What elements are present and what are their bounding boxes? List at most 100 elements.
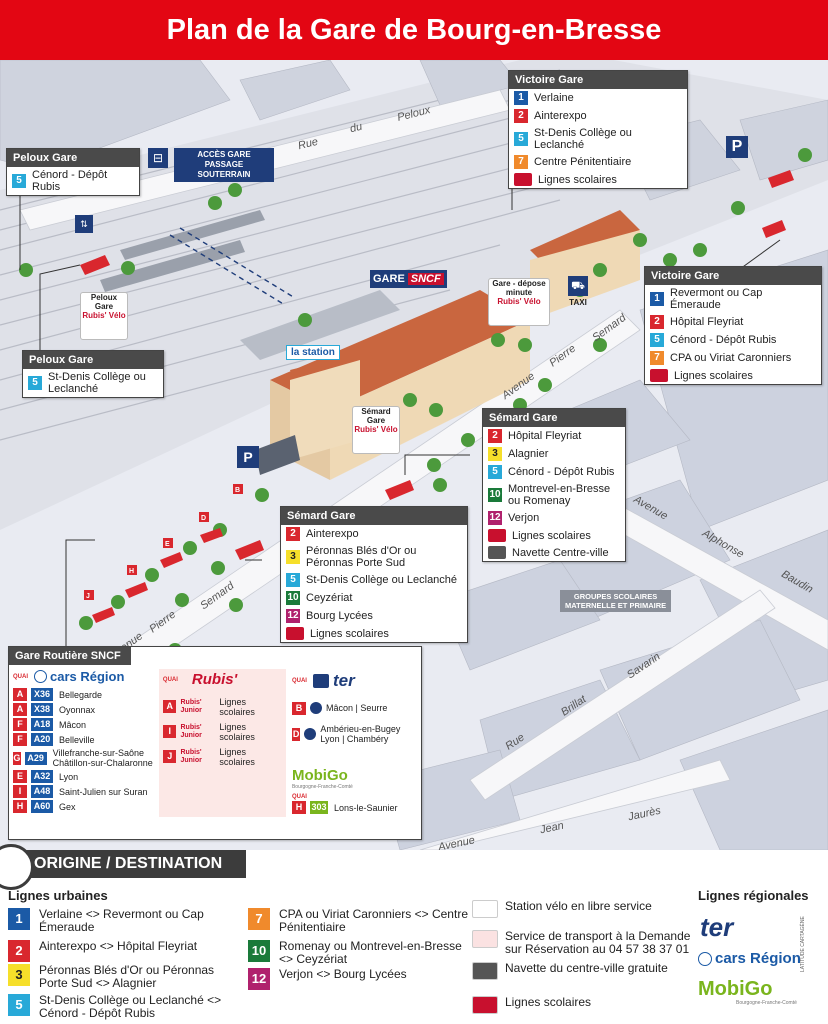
stop-line-row: Lignes scolaires	[281, 625, 467, 642]
taxi-icon: ⛟	[568, 276, 588, 296]
groupes-label-2: MATERNELLE ET PRIMAIRE	[565, 601, 667, 610]
line-number-badge: 1	[650, 292, 664, 306]
page-title: Plan de la Gare de Bourg-en-Bresse	[0, 0, 828, 60]
taxi-label: TAXI	[569, 298, 587, 307]
mobigo-regional: MobiGo Bourgogne-Franche-Comté	[698, 978, 797, 1006]
svg-text:J: J	[86, 593, 90, 600]
legend-line-text: Verjon <> Bourg Lycées	[279, 967, 407, 981]
line-badge: A29	[24, 751, 47, 765]
legend-service-row: Service de transport à la Demande sur Ré…	[472, 930, 692, 956]
line-number-badge: 3	[8, 964, 30, 986]
line-destination: Revermont ou Cap Émeraude	[670, 287, 763, 311]
quai-b-marker: B	[235, 487, 240, 494]
depose-label-1: Gare - dépose	[492, 279, 546, 288]
credit-text: LATITUDE CARTAGÈNE	[800, 916, 806, 972]
legend-service-row: Navette du centre-ville gratuite	[472, 962, 692, 980]
line-number-badge: 2	[514, 109, 528, 123]
legend-line-row: 12 Verjon <> Bourg Lycées	[248, 968, 468, 990]
legend-service-text: Navette du centre-ville gratuite	[505, 961, 668, 975]
legend-line-text: Ainterexpo <> Hôpital Fleyriat	[39, 939, 198, 953]
quai-header: QUAI	[13, 673, 28, 680]
cars-destination: Oyonnax	[59, 704, 96, 715]
od-title: ORIGINE / DESTINATION	[34, 855, 223, 872]
legend-line-text: Péronnas Blés d'Or ou Péronnas Porte Sud…	[39, 963, 215, 990]
legend-service-text: Lignes scolaires	[505, 995, 592, 1009]
line-destination: Ainterexpo	[534, 110, 587, 122]
line-destination: Hôpital Fleyriat	[508, 430, 582, 442]
stop-line-row: 2 Ainterexpo	[509, 107, 687, 125]
gare-sncf-sign: GARE SNCF	[370, 270, 447, 288]
line-destination: CPA ou Viriat Caronniers	[670, 352, 792, 364]
line-destination: St-Denis Collège ou Leclanché	[48, 371, 146, 395]
legend-service-row: Station vélo en libre service	[472, 900, 692, 918]
quai-badge: D	[291, 727, 301, 741]
parking-bike-icon: P	[237, 446, 259, 468]
stop-title: Peloux Gare	[7, 149, 139, 167]
line-number-badge: 5	[8, 994, 30, 1016]
groupes-label-1: GROUPES SCOLAIRES	[573, 592, 658, 601]
stop-title: Peloux Gare	[23, 351, 163, 369]
cars-region-logo: cars Région	[50, 669, 125, 684]
train-icon: ⊟	[148, 148, 168, 168]
line-badge: X36	[31, 688, 53, 701]
cars-destination: Mâcon	[59, 719, 87, 730]
line-number-badge: 10	[488, 488, 502, 502]
tad-icon	[472, 930, 498, 948]
legend-line-row: 3 Péronnas Blés d'Or ou Péronnas Porte Su…	[8, 964, 238, 990]
mobigo-destination: Lons-le-Saunier	[333, 802, 398, 813]
quai-header: QUAI	[291, 678, 307, 684]
line-destination: Hôpital Fleyriat	[670, 316, 744, 328]
ter-icon	[312, 674, 329, 688]
scolaire-icon	[286, 627, 304, 640]
cars-destination: Gex	[59, 801, 76, 812]
quai-badge: H	[291, 801, 306, 814]
line-number-badge: 1	[514, 91, 528, 105]
navette-icon	[488, 546, 506, 559]
line-number-badge: 5	[12, 174, 26, 188]
quai-header: QUAI	[291, 794, 307, 800]
line-number-badge: 2	[8, 940, 30, 962]
line-destination: Ainterexpo	[306, 528, 359, 540]
depose-label-2: minute	[505, 288, 533, 297]
quai-badge: F	[13, 733, 27, 746]
sncf-logo: SNCF	[407, 273, 444, 285]
rubis-velo-depose: Gare - dépose minute Rubis' Vélo	[488, 278, 550, 326]
stop-line-row: Navette Centre-ville	[483, 544, 625, 561]
svg-text:H: H	[129, 568, 134, 575]
rubis-junior-logo: Rubis' Junior	[180, 748, 202, 764]
cars-region-regional: cars Région	[698, 950, 801, 967]
rubis-velo-logo: Rubis' Vélo	[354, 425, 398, 434]
rubis-velo-peloux: Peloux Gare Rubis' Vélo	[80, 292, 128, 340]
cars-destination: Saint-Julien sur Suran	[59, 786, 148, 797]
od-circle-icon	[0, 844, 34, 890]
line-number-badge: 12	[248, 968, 270, 990]
legend-line-text: Verlaine <> Revermont ou Cap Émeraude	[39, 907, 204, 934]
lignes-regionales-title: Lignes régionales	[698, 888, 809, 903]
quai-badge: B	[291, 701, 306, 715]
rubis-junior-logo: Rubis' Junior	[180, 698, 202, 714]
line-destination: Verlaine	[534, 92, 574, 104]
stop-line-row: Lignes scolaires	[509, 171, 687, 188]
line-destination: Verjon	[508, 512, 540, 524]
rubis-junior-logo: Rubis' Junior	[180, 723, 202, 739]
stop-line-row: 1 Verlaine	[509, 89, 687, 107]
line-number-badge: 5	[28, 376, 42, 390]
